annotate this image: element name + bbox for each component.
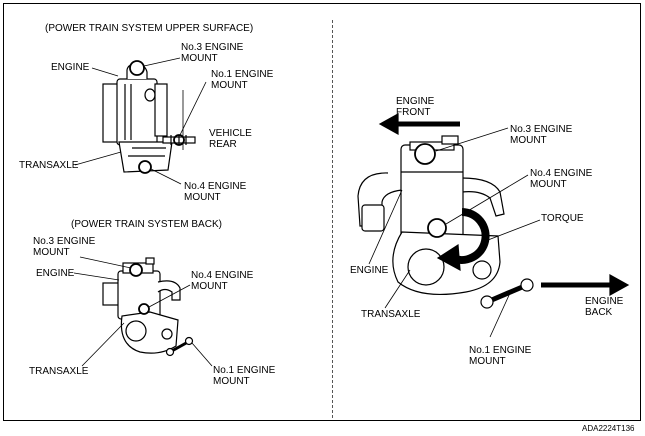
engine-front-label: ENGINE FRONT <box>396 96 435 118</box>
back-mount3-marker <box>129 263 143 277</box>
torque-label: TORQUE <box>541 213 584 224</box>
upper-vehicle-rear-label: VEHICLE REAR <box>209 128 252 150</box>
back-engine-label: ENGINE <box>36 268 75 279</box>
engine-front-arrow <box>378 112 460 136</box>
back-view-title: (POWER TRAIN SYSTEM BACK) <box>71 219 222 230</box>
upper-mount3-marker <box>129 60 145 76</box>
back-mount1-label: No.1 ENGINE MOUNT <box>213 365 276 387</box>
upper-mount1-bracket <box>162 135 196 145</box>
engine-back-label: ENGINE BACK <box>585 296 624 318</box>
back-transaxle-label: TRANSAXLE <box>29 366 89 377</box>
upper-leader-lines <box>74 57 207 185</box>
upper-mount4-marker <box>138 160 152 174</box>
upper-surface-title: (POWER TRAIN SYSTEM UPPER SURFACE) <box>45 23 254 34</box>
back-transaxle-shape <box>120 311 179 354</box>
figure-frame <box>3 3 641 421</box>
torque-transaxle-label: TRANSAXLE <box>361 309 421 320</box>
figure-code: ADA2224T136 <box>582 424 635 433</box>
upper-mount4-label: No.4 ENGINE MOUNT <box>184 181 247 203</box>
torque-rotation-arrow <box>436 208 490 272</box>
upper-transaxle-label: TRANSAXLE <box>19 160 79 171</box>
torque-mount1-link <box>480 278 534 309</box>
torque-mount4-label: No.4 ENGINE MOUNT <box>530 168 593 190</box>
back-mount3-label: No.3 ENGINE MOUNT <box>33 236 96 258</box>
back-mount4-label: No.4 ENGINE MOUNT <box>191 270 254 292</box>
back-leader-lines <box>73 256 213 367</box>
upper-mount1-label: No.1 ENGINE MOUNT <box>211 69 274 91</box>
upper-engine-label: ENGINE <box>51 62 90 73</box>
torque-leader-lines <box>368 127 541 338</box>
back-mount1-link <box>165 336 194 357</box>
torque-mount4-marker <box>427 218 447 238</box>
upper-transaxle-shape <box>118 141 173 173</box>
back-mount4-marker <box>138 303 150 315</box>
upper-mount1-marker <box>173 134 185 146</box>
torque-engine-label: ENGINE <box>350 265 389 276</box>
torque-mount3-label: No.3 ENGINE MOUNT <box>510 124 573 146</box>
upper-engine-shape <box>102 63 184 150</box>
upper-mount3-label: No.3 ENGINE MOUNT <box>181 42 244 64</box>
torque-mount1-label: No.1 ENGINE MOUNT <box>469 345 532 367</box>
engine-back-arrow <box>541 273 630 297</box>
torque-mount3-marker <box>414 143 436 165</box>
panel-divider <box>332 20 333 418</box>
